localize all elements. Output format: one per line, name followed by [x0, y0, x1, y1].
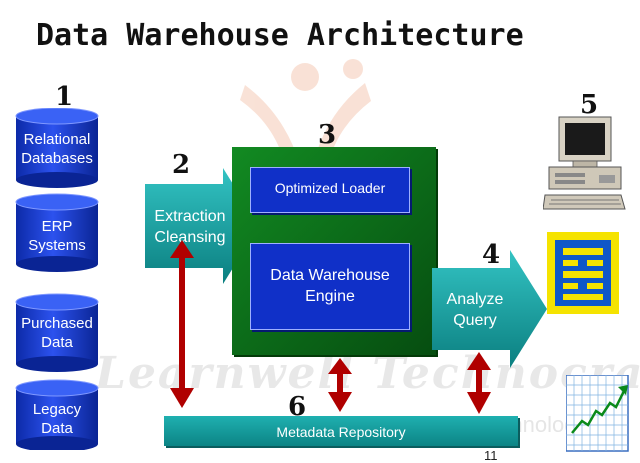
cylinder-legacy — [15, 379, 99, 450]
step-number-3: 3 — [318, 120, 337, 150]
optimized-loader-label: Optimized Loader — [274, 180, 386, 196]
cylinder-erp — [15, 193, 99, 272]
metadata-repository-bar — [164, 416, 518, 446]
analyze-arrow — [432, 250, 547, 368]
source-relational-label: Relational Databases — [21, 131, 93, 167]
source-erp-label: ERP Systems — [28, 218, 86, 254]
data-warehouse-engine-box — [250, 243, 410, 330]
cylinder-purchased — [15, 293, 99, 372]
metadata-repository-label: Metadata Repository — [276, 424, 406, 440]
red-double-arrows — [170, 240, 491, 414]
step-number-1: 1 — [55, 82, 74, 112]
source-cylinders — [15, 108, 99, 450]
source-legacy-label: Legacy Data — [32, 401, 82, 437]
optimized-loader-box — [250, 167, 410, 213]
step-number-2: 2 — [172, 150, 191, 180]
double-arrow-analyze — [467, 352, 491, 414]
report-icon — [547, 232, 619, 314]
extraction-label: Extraction Cleansing — [154, 208, 226, 246]
step-number-6: 6 — [288, 392, 307, 422]
step-number-4: 4 — [482, 240, 501, 270]
watermark-logo-icon — [240, 59, 371, 165]
page-number: 11 — [484, 448, 498, 463]
computer-icon — [543, 116, 626, 210]
analyze-label: Analyze Query — [446, 291, 504, 329]
page-title: Data Warehouse Architecture — [36, 18, 524, 53]
step-number-5: 5 — [580, 90, 599, 120]
source-purchased-label: Purchased Data — [21, 315, 93, 351]
data-warehouse-engine-label: Data Warehouse Engine — [270, 267, 390, 305]
cylinder-relational — [15, 108, 99, 188]
double-arrow-extraction — [170, 240, 194, 408]
trend-chart-icon — [566, 375, 629, 452]
double-arrow-engine — [328, 358, 352, 412]
